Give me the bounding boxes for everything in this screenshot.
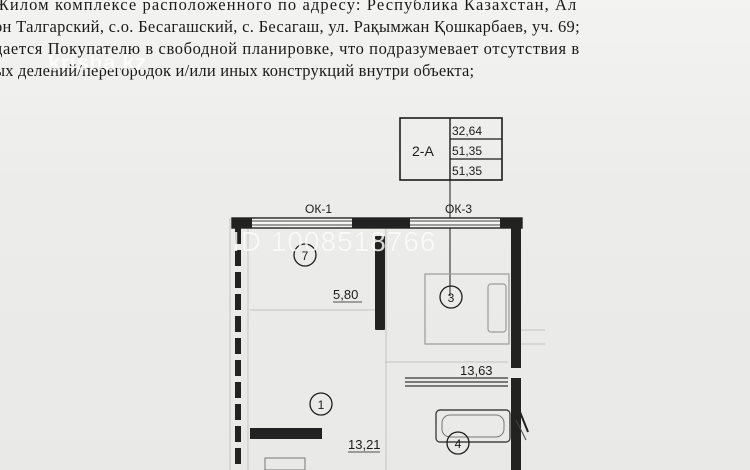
document-text-line: Жилом комплексе расположенного по адресу… [0, 0, 578, 14]
room-area: 13,63 [460, 363, 493, 378]
room-number: 4 [455, 437, 462, 451]
bathtub [435, 409, 511, 443]
room-number: 1 [318, 398, 325, 412]
document-text-line: дается Покупателю в свободной планировке… [0, 39, 580, 58]
stair-hatch [405, 377, 508, 387]
window-label: ОК-3 [445, 202, 472, 216]
bed-outline [424, 273, 510, 345]
window-label: ОК-1 [305, 202, 332, 216]
room-number: 7 [302, 249, 309, 263]
document-text-line: ых делений/перегородок и/или иных констр… [0, 61, 475, 80]
document-text-line: он Талгарский, с.о. Бесагашский, с. Беса… [0, 17, 580, 36]
site-watermark: krisha.kz [48, 50, 147, 75]
plan-grid-lines [229, 120, 545, 470]
unit-area-value: 32,64 [452, 124, 482, 138]
fixture-outline [264, 457, 306, 470]
room-area: 5,80 [333, 287, 358, 302]
unit-area-value: 51,35 [452, 144, 482, 158]
document-text-block: Жилом комплексе расположенного по адресу… [0, 0, 750, 82]
room-number: 3 [448, 291, 455, 305]
unit-area-value: 51,35 [452, 164, 482, 178]
unit-number: 2-A [412, 143, 434, 159]
unit-table: 2-A 32,64 51,35 51,35 [399, 117, 503, 296]
room-markers: 7 5,80 3 13,63 1 13,21 4 [293, 243, 493, 455]
listing-id-watermark: ID 1008518766 [232, 226, 437, 257]
door-swing [511, 391, 529, 441]
outer-walls [231, 217, 523, 470]
interior-walls [250, 236, 385, 439]
room-area: 13,21 [348, 437, 381, 452]
